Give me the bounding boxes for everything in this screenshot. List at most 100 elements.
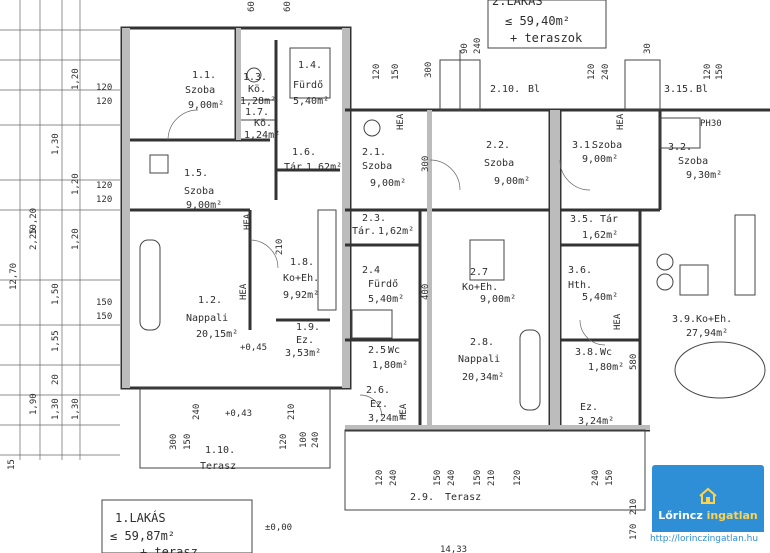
dim-left-c: 2,25	[29, 228, 39, 250]
room-3-5-area: 1,62m²	[582, 230, 618, 241]
room-1-5-name: 1.5.	[184, 168, 208, 179]
room-3-8-label: Wc	[600, 347, 612, 358]
room-2-7-area: 9,00m²	[480, 294, 516, 305]
room-1-4-label: Fürdő	[293, 79, 323, 91]
unit1-title-box	[101, 499, 253, 553]
room-3-6-area: 5,40m²	[582, 292, 618, 303]
dim-d25: HEA	[396, 113, 406, 130]
room-2-1-name: 2.1.	[362, 147, 386, 158]
room-1-4-name: 1.4.	[298, 60, 322, 71]
room-1-5-area: 9,00m²	[186, 200, 222, 211]
room-2-1-area: 9,00m²	[370, 178, 406, 189]
room-1-1-label: Szoba	[185, 85, 215, 96]
brand-logo[interactable]: Lőrincz ingatlan	[652, 465, 764, 543]
room-3-ez-area: 3,24m²	[578, 416, 614, 427]
dim-d1: 300	[169, 434, 179, 450]
dim-d4: 100	[299, 432, 309, 448]
room-1-8-area: 9,92m²	[283, 290, 319, 301]
dim-d16: 210	[629, 499, 639, 515]
room-1-9-name: 1.9.	[296, 322, 320, 333]
room-3-2-name: 3.2.	[668, 142, 692, 153]
dim-w4: 150	[96, 312, 112, 322]
brand-name: Lőrincz ingatlan	[658, 509, 758, 522]
dim-top5: 90	[460, 43, 470, 54]
room-3-2-label: Szoba	[678, 156, 708, 167]
unit2-note: + teraszok	[510, 31, 583, 45]
room-1-3-label: Kö.	[248, 84, 266, 95]
dim-left-j: 20	[51, 374, 61, 385]
dim-d5: 240	[311, 432, 321, 448]
dim-top8: 240	[601, 64, 611, 80]
dim-d21: 120	[279, 434, 289, 450]
room-1-1-area: 9,00m²	[188, 100, 224, 111]
room-1-6-area: 1,62m²	[306, 162, 342, 173]
toilet-icon	[246, 67, 262, 83]
dim-top9: 120	[703, 64, 713, 80]
room-3-1-name: 3.1.	[572, 140, 596, 151]
room-1-7-label: Kö.	[254, 118, 272, 129]
dim-top12: 30	[643, 43, 653, 54]
room-2-7-label: Ko+Eh.	[462, 282, 498, 293]
dim-d11: 150	[473, 470, 483, 486]
dim-d6: 210	[275, 239, 285, 255]
dim-d22: 210	[287, 404, 297, 420]
room-3-15-label: Bl	[696, 84, 708, 95]
dim-left-f: 1,55	[51, 330, 61, 352]
room-2-2-area: 9,00m²	[494, 176, 530, 187]
unit1-walls	[120, 26, 352, 390]
sofa-icon	[139, 239, 161, 331]
dim-left-e: 1,50	[51, 283, 61, 305]
room-3-15-name: 3.15.	[664, 84, 694, 95]
level-043: +0,43	[225, 409, 252, 419]
room-3-2-area: 9,30m²	[686, 170, 722, 181]
room-2-3-label: Tár.	[352, 225, 376, 237]
dim-top10: 150	[715, 64, 725, 80]
dim-d3: 240	[192, 404, 202, 420]
room-1-10-label: Terasz	[200, 461, 236, 472]
room-2-5-name: 2.5.	[368, 345, 392, 356]
dim-left-i: 1,30	[71, 398, 81, 420]
dim-w1: 120	[96, 83, 112, 93]
room-2-6-label: Ez.	[370, 399, 388, 410]
dim-left-d: 1,30	[51, 133, 61, 155]
unit2-area: ≤ 59,40m²	[505, 14, 570, 28]
room-2-1-label: Szoba	[362, 161, 392, 172]
dim-d7: 120	[375, 470, 385, 486]
dim-d23: 300	[421, 156, 431, 172]
dining-table-icon	[674, 341, 766, 399]
dim-left-g: 1,90	[29, 393, 39, 415]
room-3-5-label: Tár	[600, 213, 618, 225]
room-3-1-label: Szoba	[592, 140, 622, 151]
room-1-10-name: 1.10.	[205, 445, 235, 456]
dim-d18: 170	[629, 524, 639, 540]
dim-w5: 120	[96, 181, 112, 191]
room-3-6-name: 3.6.	[568, 265, 592, 276]
dim-d20: 14,33	[440, 545, 467, 553]
room-2-2-name: 2.2.	[486, 140, 510, 151]
room-3-9-label: Ko+Eh.	[696, 314, 732, 325]
room-1-6-label: Tár.	[284, 161, 308, 173]
dim-left-l: 1,20	[71, 68, 81, 90]
room-3-9-name: 3.9.	[672, 314, 696, 325]
room-2-8-area: 20,34m²	[462, 372, 504, 383]
fixtures	[139, 47, 766, 411]
dim-top2: 60	[283, 1, 293, 12]
unit1-note: + terasz	[140, 545, 198, 553]
room-2-4-area: 5,40m²	[368, 294, 404, 305]
room-1-8-name: 1.8.	[290, 257, 314, 268]
dim-left-k: 15	[7, 459, 17, 470]
room-2-4-name: 2.4	[362, 265, 380, 276]
room-2-4-label: Fürdő	[368, 278, 398, 290]
door-swings	[167, 109, 606, 418]
left-dimension-lines	[0, 0, 120, 460]
dim-d10: 240	[447, 470, 457, 486]
room-3-1-area: 9,00m²	[582, 154, 618, 165]
dim-w3: 150	[96, 298, 112, 308]
room-3-9-area: 27,94m²	[686, 328, 728, 339]
dim-d28: HEA	[613, 313, 623, 330]
room-3-ez-label: Ez.	[580, 402, 598, 413]
dim-d2: 150	[183, 434, 193, 450]
unit1-title: 1.LAKÁS	[115, 510, 166, 525]
brand-url[interactable]: http://lorinczingatlan.hu	[640, 532, 768, 546]
room-1-2-label: Nappali	[186, 313, 228, 324]
